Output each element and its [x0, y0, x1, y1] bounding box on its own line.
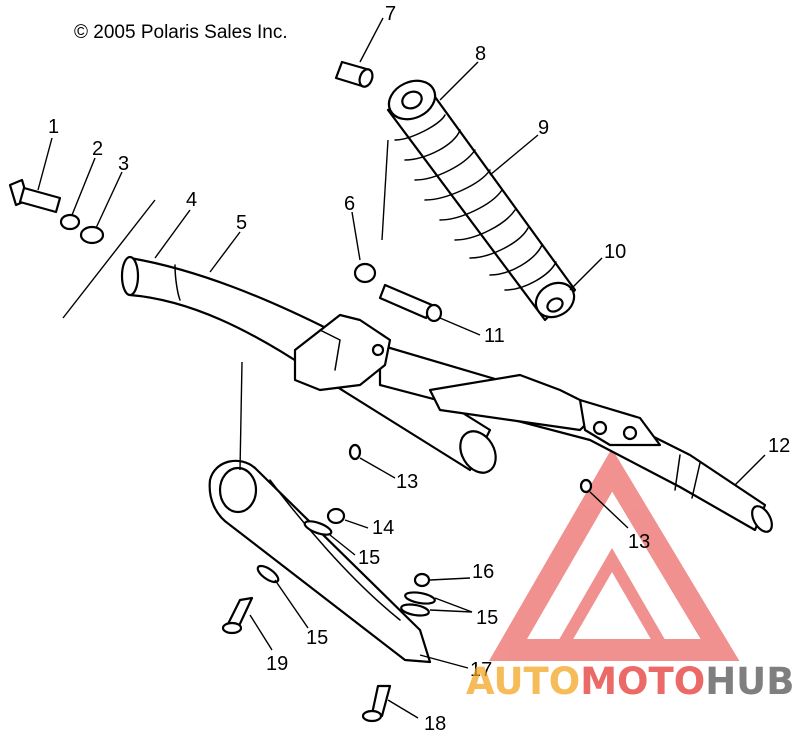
callout-10: 10: [604, 241, 626, 263]
copyright-text: © 2005 Polaris Sales Inc.: [74, 22, 288, 43]
callout-3: 3: [118, 153, 129, 175]
washer-15b: [256, 564, 280, 584]
bushing: [334, 60, 374, 88]
callout-5: 5: [236, 212, 247, 234]
callout-17: 17: [470, 659, 492, 681]
callout-15b: 15: [476, 607, 498, 629]
callout-15c: 15: [306, 627, 328, 649]
callout-lines: [37, 17, 766, 719]
watermark-hub: HUB: [705, 660, 792, 703]
slide-arm: [428, 373, 662, 447]
washer-3: [79, 225, 105, 245]
nut-6: [353, 262, 377, 284]
callout-8: 8: [475, 43, 486, 65]
callout-12: 12: [768, 435, 790, 457]
callout-9: 9: [538, 117, 549, 139]
washer-15d: [400, 603, 430, 617]
washer-15c: [404, 591, 436, 605]
bolt-11: [378, 283, 443, 323]
callout-13a: 13: [396, 471, 418, 493]
watermark-logo: [488, 448, 740, 661]
callout-18: 18: [424, 713, 446, 732]
callout-numbers: 1 2 3 4 5 6 7 8 9 10 11 12 13 13 14 15 1…: [48, 3, 790, 732]
callout-1: 1: [48, 116, 59, 138]
watermark-text: AUTOMOTOHUB: [466, 660, 792, 703]
callout-16: 16: [472, 561, 494, 583]
callout-19: 19: [266, 653, 288, 675]
nut-16: [413, 572, 431, 588]
callout-6: 6: [344, 193, 355, 215]
washer-2: [59, 213, 81, 231]
callout-7: 7: [385, 3, 396, 25]
callout-2: 2: [92, 138, 103, 160]
washer-15a: [303, 520, 333, 536]
bolt-18: [361, 684, 392, 723]
shock-absorber: [386, 79, 577, 322]
grease-fitting-13b: [579, 478, 593, 494]
callout-4: 4: [186, 189, 197, 211]
bolt-19: [221, 596, 254, 635]
grease-fitting-13a: [348, 443, 362, 461]
mount-bracket: [293, 313, 392, 392]
callout-11: 11: [484, 325, 505, 347]
watermark-auto: AUTO: [466, 660, 580, 703]
callout-14: 14: [372, 517, 394, 539]
callout-13b: 13: [628, 531, 650, 553]
nut-14: [326, 507, 346, 525]
callout-15a: 15: [358, 547, 380, 569]
watermark-moto: MOTO: [580, 660, 705, 703]
pivot-arm: [208, 459, 432, 664]
bolt-1: [8, 178, 62, 214]
